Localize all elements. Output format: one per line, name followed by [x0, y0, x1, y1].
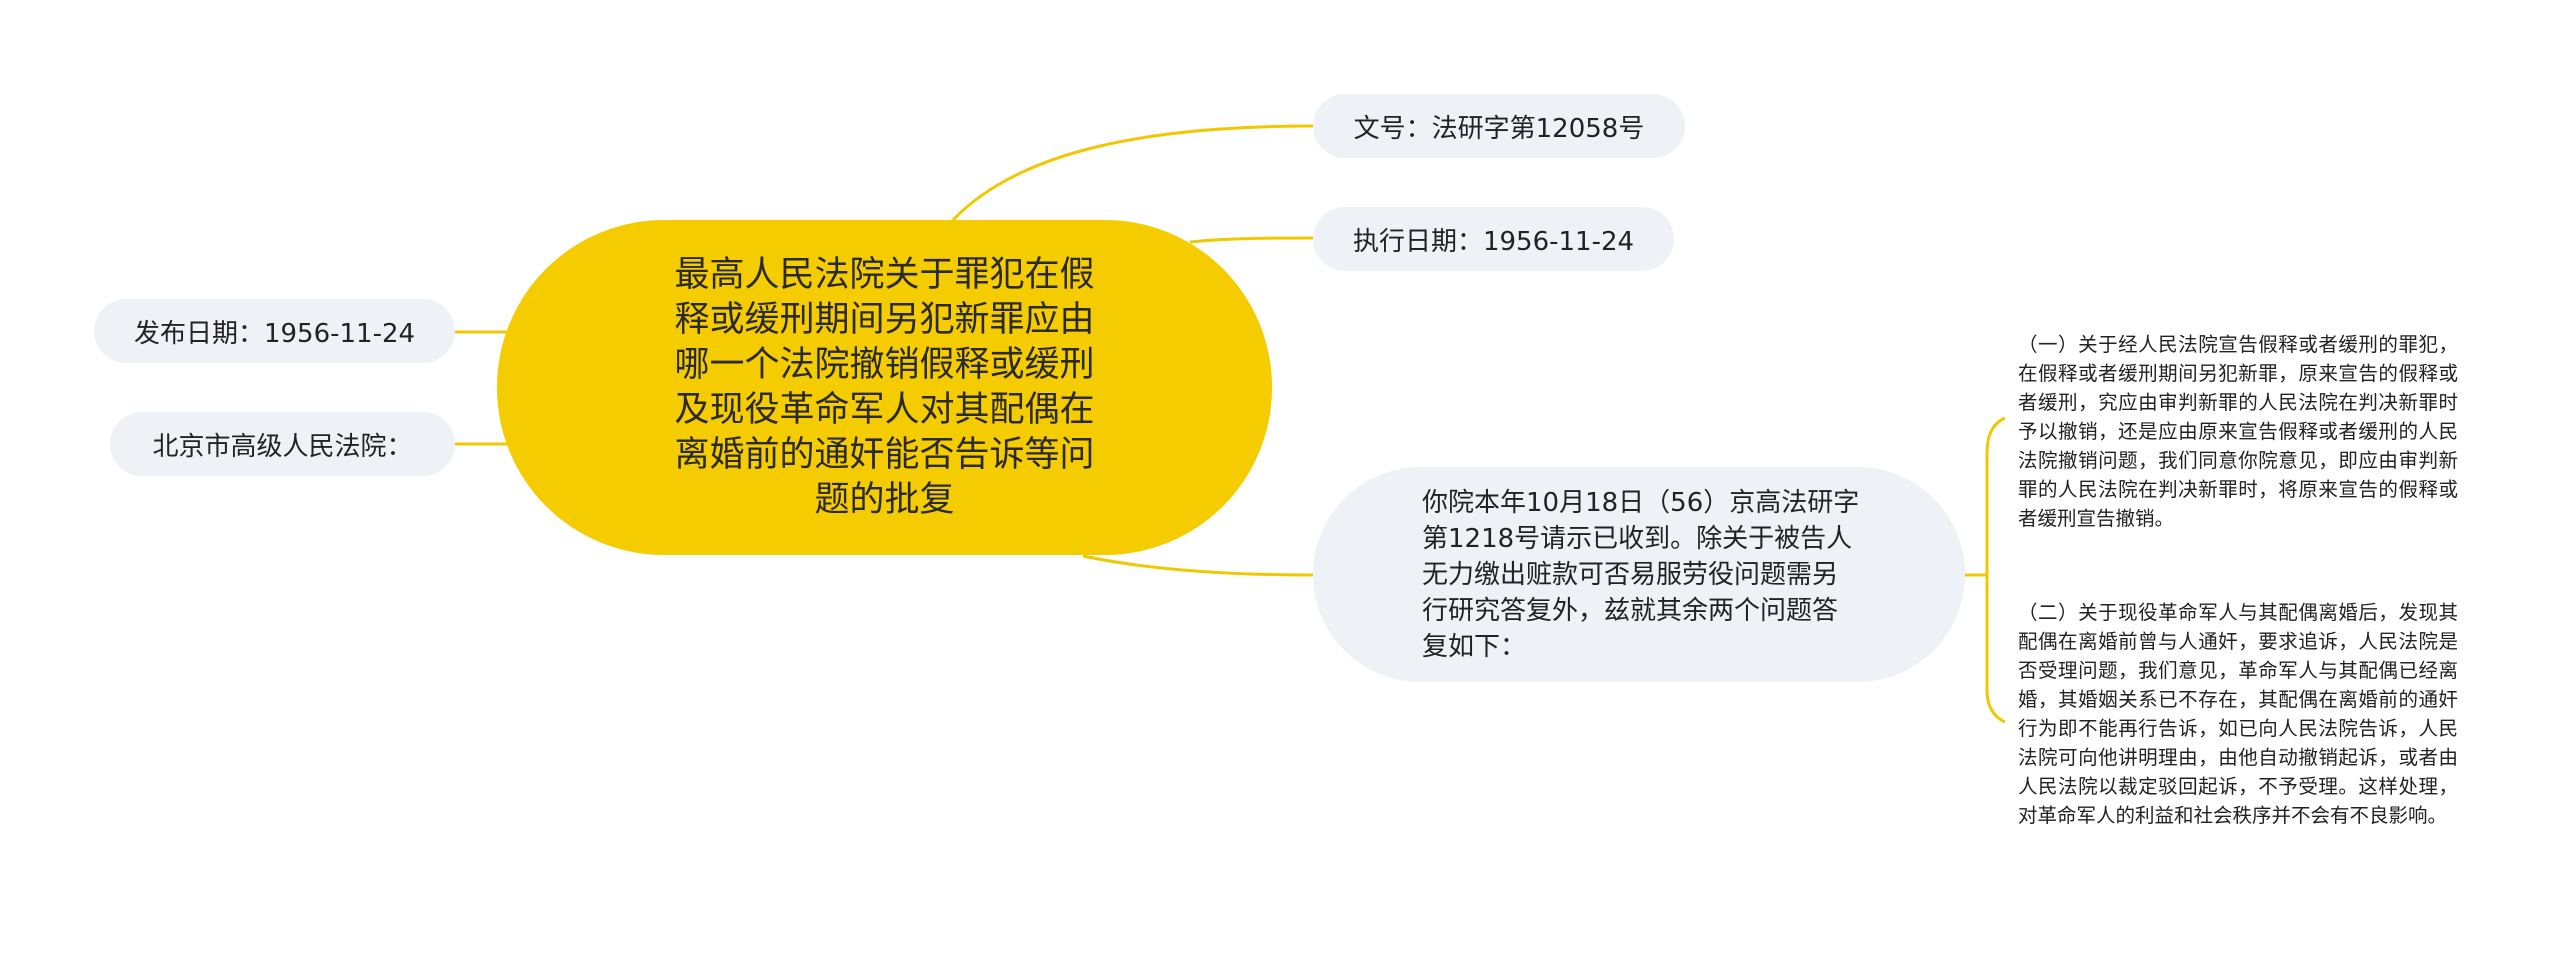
link-root-reply: [1082, 554, 1314, 577]
topic-document-number[interactable]: 文号：法研字第12058号: [1313, 94, 1685, 158]
topic-publish-date[interactable]: 发布日期：1956-11-24: [94, 299, 455, 363]
root-topic-title: 最高人民法院关于罪犯在假释或缓刑期间另犯新罪应由哪一个法院撤销假释或缓刑及现役革…: [674, 254, 1095, 520]
topic-reply-point-2[interactable]: （二）关于现役革命军人与其配偶离婚后，发现其配偶在离婚前曾与人通奸，要求追诉，人…: [2018, 601, 2458, 827]
topic-execution-date-label: 执行日期：1956-11-24: [1352, 226, 1635, 257]
topic-execution-date[interactable]: 执行日期：1956-11-24: [1313, 207, 1674, 271]
link-root-docno: [951, 124, 1314, 222]
root-topic[interactable]: 最高人民法院关于罪犯在假释或缓刑期间另犯新罪应由哪一个法院撤销假释或缓刑及现役革…: [497, 220, 1272, 555]
topic-addressee-court[interactable]: 北京市高级人民法院：: [110, 412, 455, 476]
topic-publish-date-label: 发布日期：1956-11-24: [133, 318, 416, 349]
topic-reply-intro[interactable]: 你院本年10月18日（56）京高法研字第1218号请示已收到。除关于被告人无力缴…: [1313, 467, 1965, 682]
link-root-exec: [1189, 236, 1314, 244]
topic-addressee-court-label: 北京市高级人民法院：: [152, 431, 413, 462]
topic-document-number-label: 文号：法研字第12058号: [1353, 113, 1645, 144]
topic-reply-point-1[interactable]: （一）关于经人民法院宣告假释或者缓刑的罪犯，在假释或者缓刑期间另犯新罪，原来宣告…: [2018, 333, 2458, 530]
bracket-reply-children: [1985, 416, 2006, 724]
topic-reply-intro-text: 你院本年10月18日（56）京高法研字第1218号请示已收到。除关于被告人无力缴…: [1422, 487, 1860, 662]
